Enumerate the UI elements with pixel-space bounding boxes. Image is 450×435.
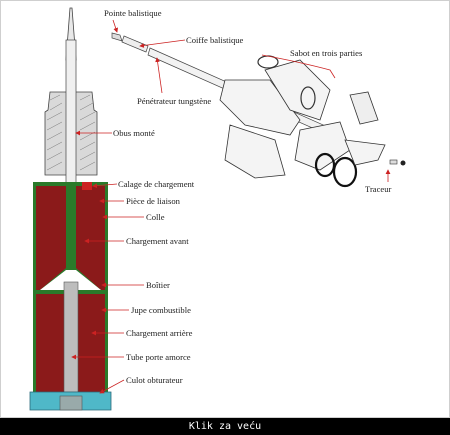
ring-2 (300, 86, 316, 110)
ballistic-tip (111, 32, 123, 42)
callout-arrows (71, 19, 391, 394)
label-chargement-avant: Chargement avant (126, 236, 189, 246)
sabot-piece-4 (294, 121, 351, 171)
fin-assembly (344, 139, 386, 166)
front-charge-right (76, 186, 105, 290)
label-calage: Calage de chargement (118, 179, 195, 189)
label-pointe-balistique: Pointe balistique (104, 8, 162, 18)
label-jupe: Jupe combustible (131, 305, 191, 315)
primer-tube (63, 281, 79, 393)
sabot-piece-3 (224, 124, 286, 179)
label-boitier: Boîtier (146, 280, 170, 290)
label-piece-liaison: Pièce de liaison (126, 196, 181, 206)
tracer-body (389, 159, 398, 165)
label-traceur: Traceur (365, 184, 392, 194)
front-charge-left (36, 186, 66, 290)
ballistic-cap (121, 35, 149, 53)
stabilizer-cone (349, 91, 379, 125)
enlarge-link[interactable]: Klik za veću (0, 418, 450, 435)
assembled-round (29, 7, 112, 411)
label-penetrateur: Pénétrateur tungstène (137, 96, 211, 106)
label-coiffe-balistique: Coiffe balistique (186, 35, 244, 45)
sabot-brace (261, 54, 336, 79)
tracer-end (400, 160, 406, 166)
label-sabot: Sabot en trois parties (290, 48, 363, 58)
primer (59, 395, 83, 411)
ammunition-diagram: Pointe balistique Coiffe balistique Sabo… (29, 7, 406, 411)
ring-4 (332, 156, 358, 188)
charge-gap (40, 270, 101, 290)
ring-3 (314, 152, 336, 178)
label-tube: Tube porte amorce (126, 352, 191, 362)
label-colle: Colle (146, 212, 165, 222)
labels: Pointe balistique Coiffe balistique Sabo… (104, 8, 392, 385)
label-chargement-arriere: Chargement arrière (126, 328, 193, 338)
exploded-view (111, 32, 406, 188)
calage-block (82, 182, 92, 190)
label-obus-monte: Obus monté (113, 128, 155, 138)
label-culot: Culot obturateur (126, 375, 183, 385)
